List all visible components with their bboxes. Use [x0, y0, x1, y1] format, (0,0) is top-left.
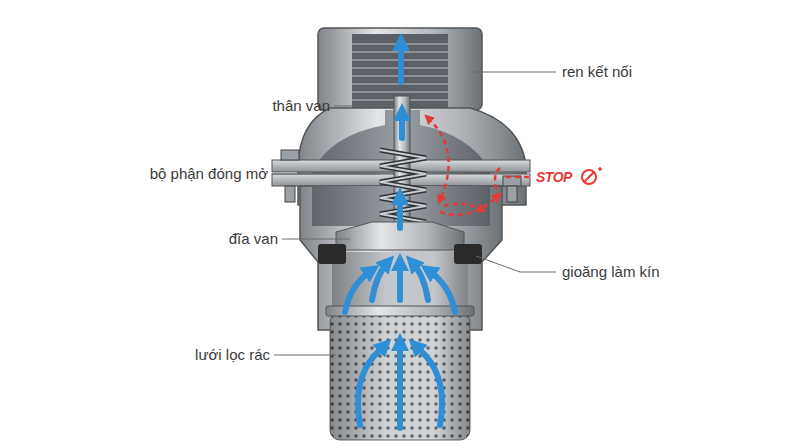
stop-label: STOP: [536, 169, 572, 186]
part-label: ren kết nối: [562, 63, 632, 81]
stop-symbol: [582, 167, 602, 184]
part-label: lưới lọc rác: [195, 346, 270, 364]
part-label: gioăng làm kín: [562, 263, 660, 281]
part-label: thân van: [272, 97, 330, 115]
leader-lines: [272, 72, 556, 355]
part-label: đĩa van: [229, 230, 278, 248]
part-label: bộ phận đóng mở: [150, 165, 268, 183]
